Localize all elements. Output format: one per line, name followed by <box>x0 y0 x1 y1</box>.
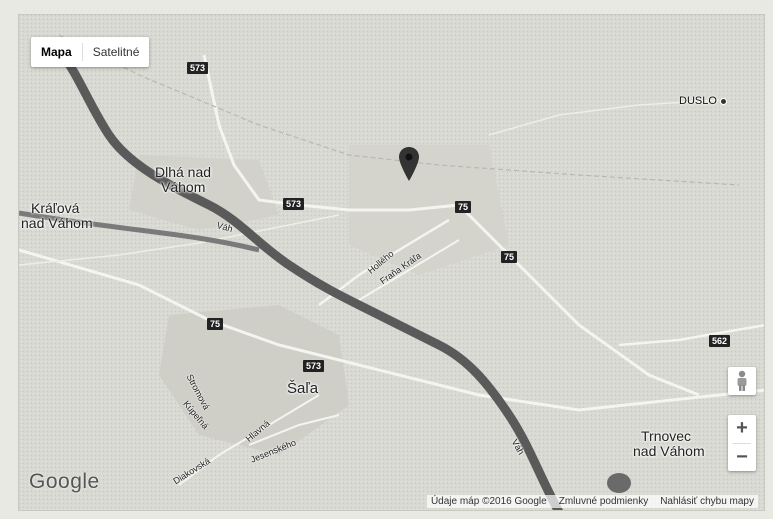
map-frame[interactable]: Mapa Satelitné 573 573 573 75 75 75 562 … <box>18 14 765 511</box>
road-573 <box>202 54 460 212</box>
poi-dot-icon <box>719 97 727 105</box>
map-type-map-button[interactable]: Mapa <box>41 45 72 59</box>
street-view-pegman-button[interactable] <box>728 367 756 395</box>
road-minor-1 <box>19 214 340 266</box>
road-shield-75-c: 75 <box>207 318 224 330</box>
river-vah <box>54 45 564 510</box>
place-label-line: Dlhá nad <box>155 164 212 180</box>
road-75 <box>19 248 764 412</box>
place-label-dlha-nad-vahom: Dlhá nad Váhom <box>155 165 211 195</box>
map-type-divider <box>81 43 83 61</box>
road-shield-562: 562 <box>709 335 731 347</box>
map-data-attribution[interactable]: Údaje máp ©2016 Google <box>430 496 547 507</box>
place-label-line: Kráľová <box>31 200 80 216</box>
place-label-sala: Šaľa <box>287 380 319 397</box>
map-type-control: Mapa Satelitné <box>31 37 150 67</box>
zoom-divider <box>733 442 751 444</box>
map-attribution: Údaje máp ©2016 Google Zmluvné podmienky… <box>426 495 758 508</box>
place-label-kralova-nad-vahom: Kráľová nad Váhom <box>21 201 93 231</box>
road-shield-573-top: 573 <box>187 62 209 74</box>
report-error-link[interactable]: Nahlásiť chybu mapy <box>660 496 754 507</box>
zoom-out-button[interactable]: − <box>736 445 748 468</box>
road-shield-573-mid: 573 <box>283 198 305 210</box>
rail-line <box>58 34 740 186</box>
road-frana-krala <box>358 239 460 301</box>
road-shield-75-a: 75 <box>455 201 472 213</box>
river-vah-left-branch <box>19 210 260 253</box>
place-label-line: nad Váhom <box>21 215 93 231</box>
terms-link[interactable]: Zmluvné podmienky <box>558 496 649 507</box>
place-label-trnovec-nad-vahom: Trnovec nad Váhom <box>633 429 705 459</box>
poi-duslo[interactable]: DUSLO <box>679 95 727 107</box>
location-pin-icon[interactable] <box>399 147 419 181</box>
zoom-control: + − <box>728 415 756 471</box>
road-minor-2 <box>488 99 720 136</box>
zoom-in-button[interactable]: + <box>736 417 748 440</box>
place-label-line: nad Váhom <box>633 443 705 459</box>
road-562 <box>618 324 764 347</box>
town-area-sala <box>159 305 349 455</box>
place-label-line: Trnovec <box>641 428 692 444</box>
google-logo[interactable]: Google <box>29 470 100 493</box>
town-area-east <box>349 145 509 275</box>
road-shield-573-sala: 573 <box>303 360 325 372</box>
map-canvas[interactable] <box>19 15 765 511</box>
pond <box>607 473 631 493</box>
road-shield-75-b: 75 <box>501 251 518 263</box>
road-jesenskeho <box>248 414 340 446</box>
road-diakovska <box>178 394 320 486</box>
place-label-line: Váhom <box>161 179 206 195</box>
map-type-satellite-button[interactable]: Satelitné <box>92 45 140 59</box>
road-75-north <box>457 203 700 397</box>
pegman-icon <box>737 370 747 391</box>
poi-label: DUSLO <box>679 95 717 107</box>
